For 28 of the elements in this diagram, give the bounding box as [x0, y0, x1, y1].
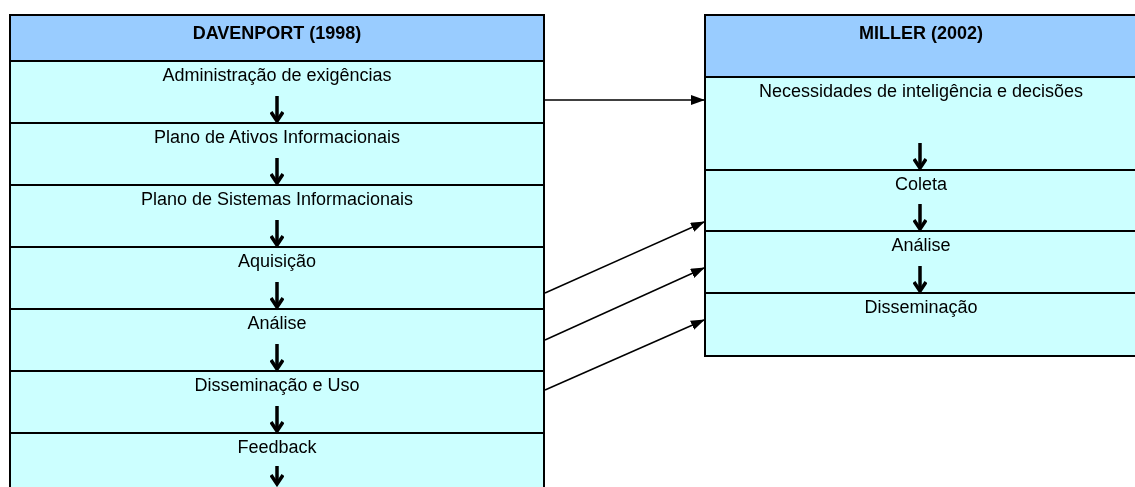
table-header: DAVENPORT (1998)	[11, 16, 543, 62]
arrow	[912, 143, 928, 170]
arrow	[544, 267, 705, 341]
arrow	[269, 158, 285, 185]
arrow	[269, 406, 285, 433]
step-label: Necessidades de inteligência e decisões	[758, 80, 1084, 102]
arrow	[269, 344, 285, 371]
step-label: Disseminação	[864, 296, 978, 318]
step-label: Análise	[247, 312, 307, 334]
arrow	[544, 221, 705, 294]
arrow	[544, 319, 705, 391]
step-label: Administração de exigências	[162, 64, 392, 86]
step-label: Feedback	[237, 436, 317, 458]
arrow	[912, 204, 928, 231]
step-label: Aquisição	[237, 250, 316, 272]
step-label: Coleta	[895, 173, 947, 195]
arrow	[269, 220, 285, 247]
arrow	[269, 96, 285, 123]
arrow	[544, 95, 705, 105]
step-label: Plano de Sistemas Informacionais	[140, 188, 414, 210]
process-table	[704, 14, 1135, 357]
step-label: Análise	[891, 234, 951, 256]
process-table	[9, 14, 545, 487]
arrow	[912, 266, 928, 293]
table-header: MILLER (2002)	[706, 16, 1135, 78]
step-label: Plano de Ativos Informacionais	[153, 126, 401, 148]
arrow	[269, 282, 285, 309]
step-label: Disseminação e Uso	[194, 374, 360, 396]
